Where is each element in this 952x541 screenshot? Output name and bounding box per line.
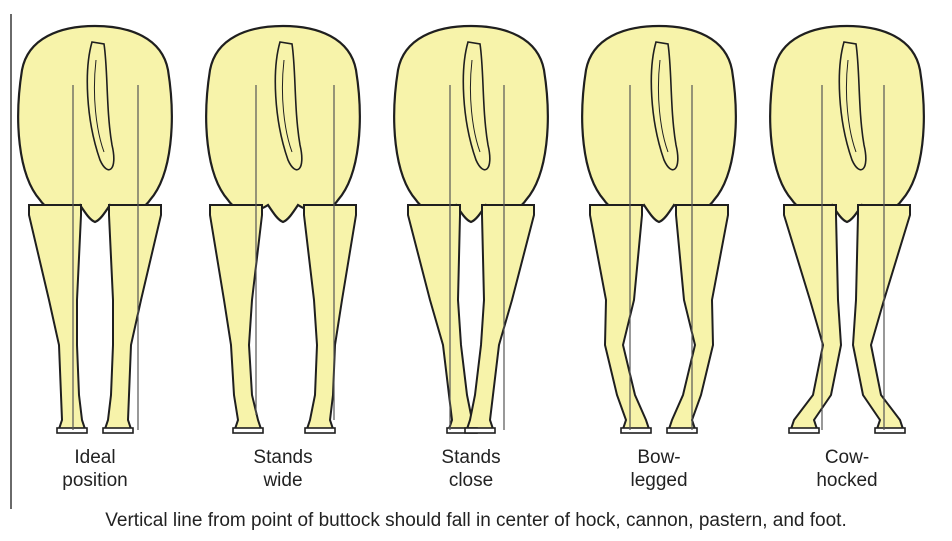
hindquarter-body — [394, 26, 548, 222]
left-hoof — [621, 428, 651, 433]
right-hoof — [875, 428, 905, 433]
horse-rear-bow — [564, 0, 754, 445]
left-hoof — [789, 428, 819, 433]
hindquarter-body — [582, 26, 736, 222]
label-close-line1: Stands — [376, 446, 566, 469]
horse-rear-cow — [752, 0, 942, 445]
right-hoof — [103, 428, 133, 433]
right-hind-leg — [104, 205, 161, 432]
label-ideal-line2: position — [0, 469, 190, 492]
left-hoof — [57, 428, 87, 433]
right-hind-leg — [853, 205, 910, 432]
right-hind-leg — [668, 205, 728, 432]
right-hind-leg — [304, 205, 356, 432]
horse-rear-close — [376, 0, 566, 445]
label-bow: Bow- legged — [564, 446, 754, 492]
left-hind-leg — [590, 205, 650, 432]
label-cow-line1: Cow- — [752, 446, 942, 469]
label-close: Stands close — [376, 446, 566, 492]
right-hoof — [465, 428, 495, 433]
hindquarter-body — [18, 26, 172, 222]
right-hind-leg — [466, 205, 534, 432]
left-hind-leg — [408, 205, 476, 432]
label-bow-line2: legged — [564, 469, 754, 492]
label-bow-line1: Bow- — [564, 446, 754, 469]
hindquarter-body — [770, 26, 924, 222]
left-hoof — [233, 428, 263, 433]
panel-cow: Cow- hocked — [752, 0, 942, 541]
left-hind-leg — [784, 205, 841, 432]
panel-ideal: Ideal position — [0, 0, 190, 541]
horse-rear-wide — [188, 0, 378, 445]
figure-caption: Vertical line from point of buttock shou… — [0, 510, 952, 532]
label-wide: Stands wide — [188, 446, 378, 492]
label-wide-line1: Stands — [188, 446, 378, 469]
left-hind-leg — [210, 205, 262, 432]
label-ideal: Ideal position — [0, 446, 190, 492]
label-ideal-line1: Ideal — [0, 446, 190, 469]
hindquarter-body — [206, 26, 360, 222]
label-wide-line2: wide — [188, 469, 378, 492]
right-hoof — [305, 428, 335, 433]
horse-rear-ideal — [0, 0, 190, 445]
panel-wide: Stands wide — [188, 0, 378, 541]
label-close-line2: close — [376, 469, 566, 492]
label-cow-line2: hocked — [752, 469, 942, 492]
left-hind-leg — [29, 205, 86, 432]
panel-close: Stands close — [376, 0, 566, 541]
label-cow: Cow- hocked — [752, 446, 942, 492]
panel-bow: Bow- legged — [564, 0, 754, 541]
